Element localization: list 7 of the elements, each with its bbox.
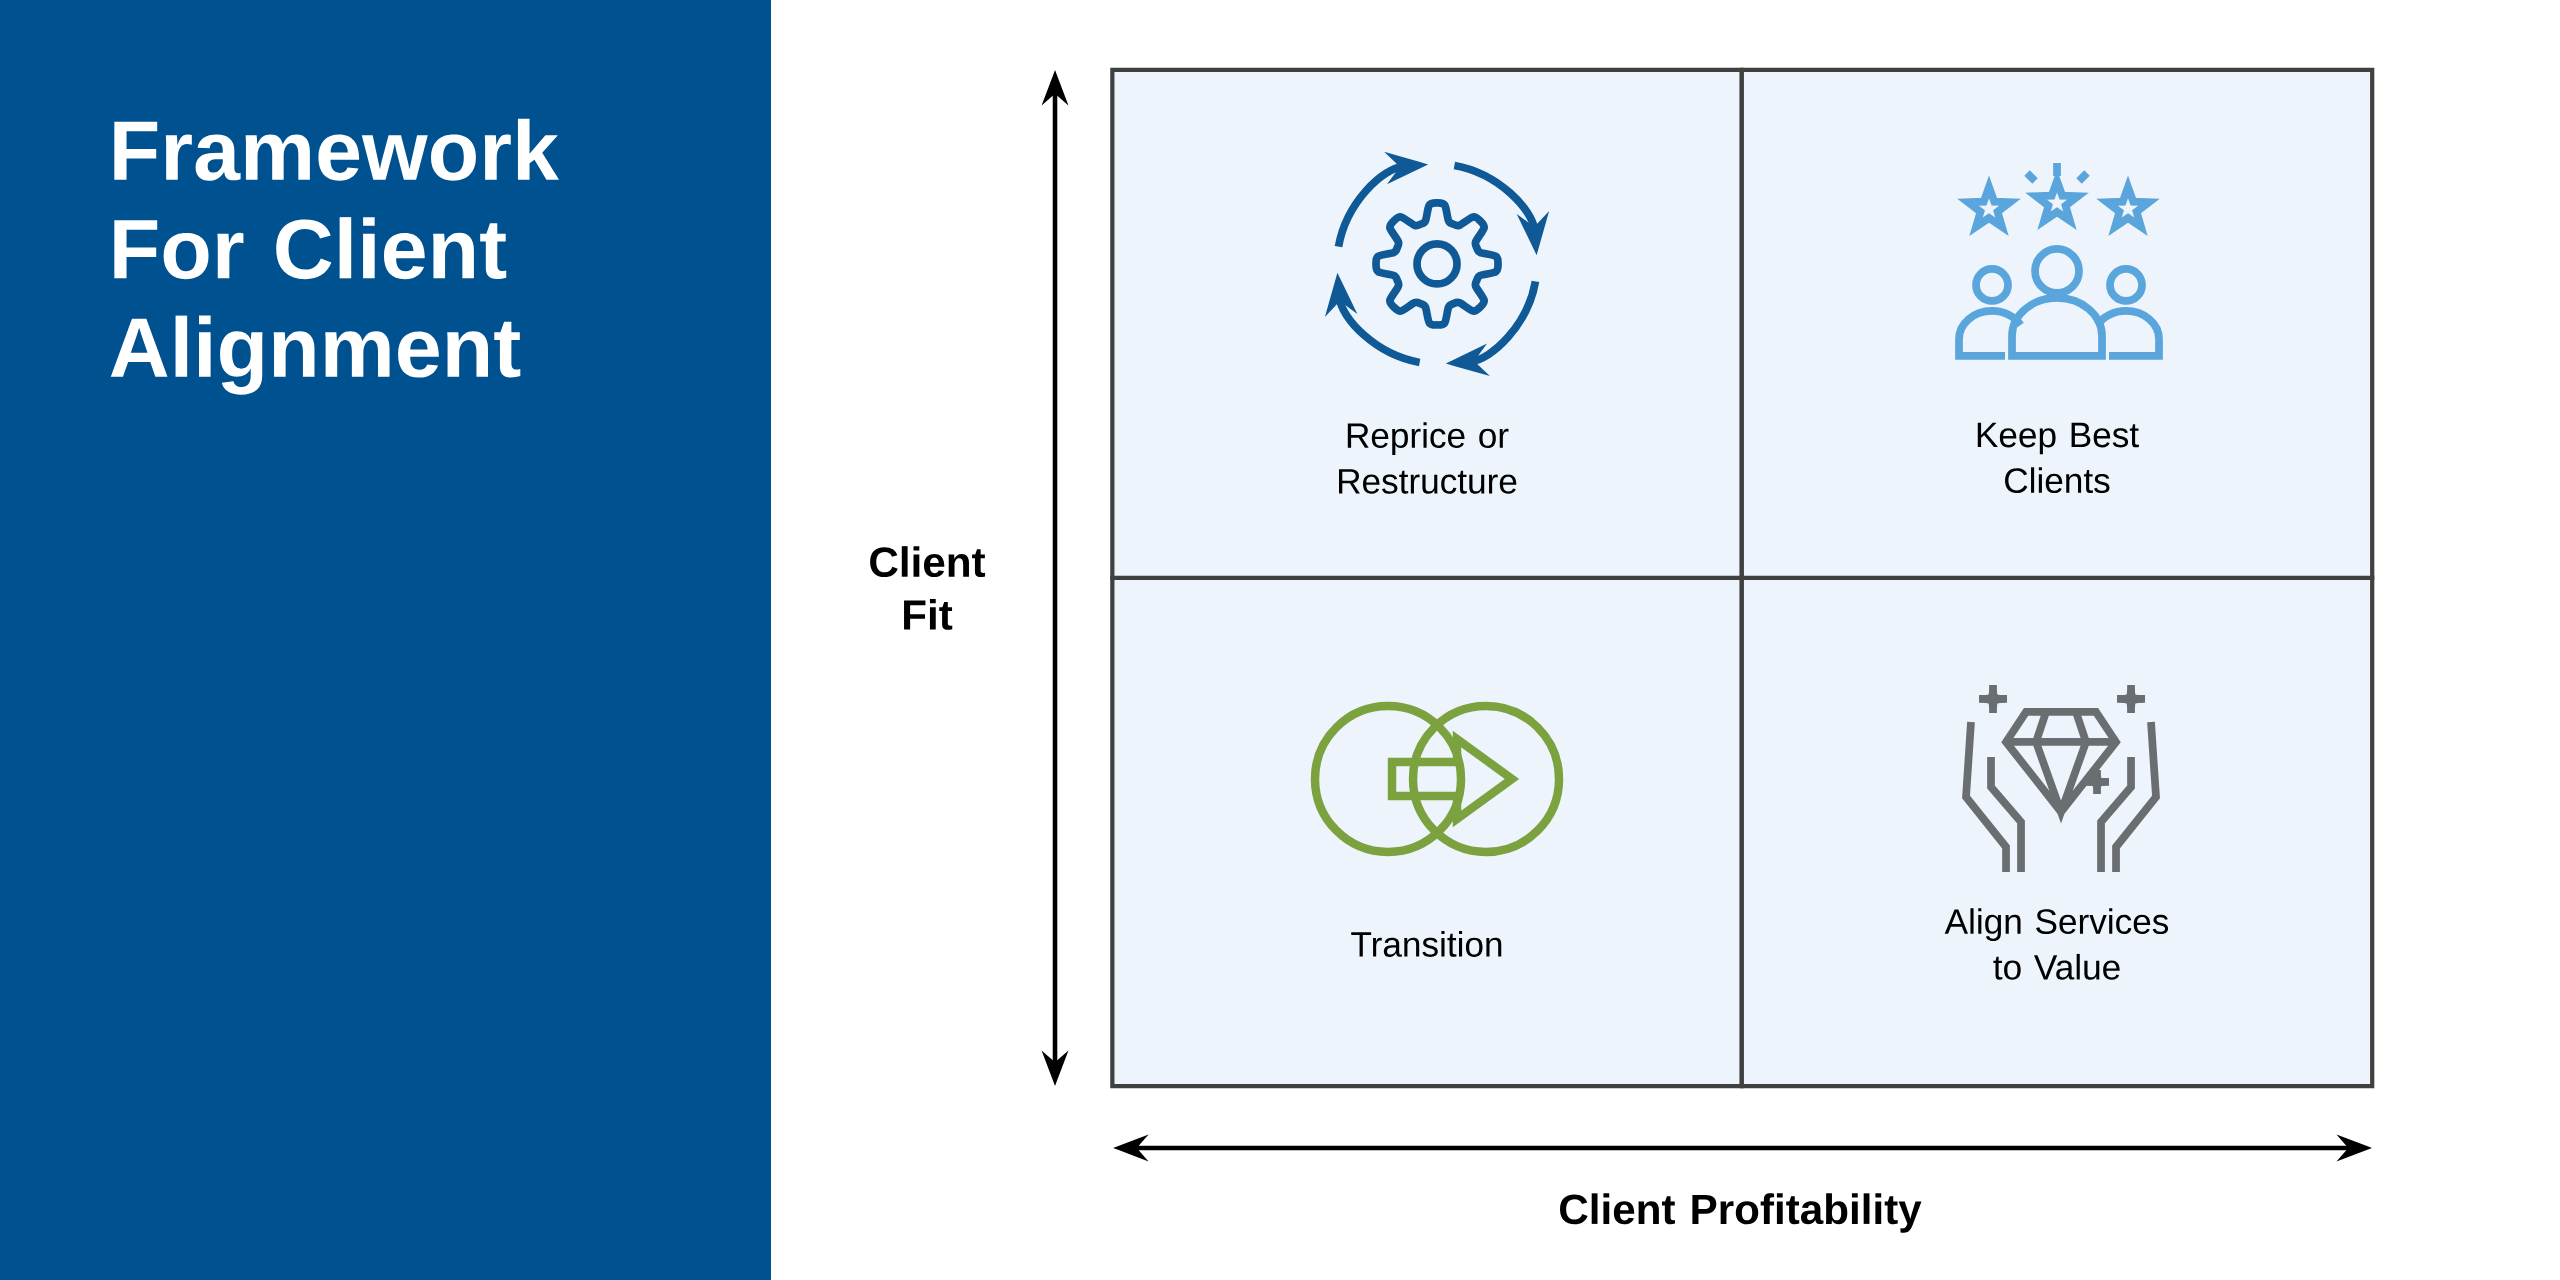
quadrant-box: Transition xyxy=(1110,575,1744,1089)
quadrant-box: Reprice or Restructure xyxy=(1110,67,1744,581)
axis-label: Client Fit xyxy=(870,546,986,630)
title: Framework For Client Alignment xyxy=(110,118,560,395)
quadrant-box: Align Services to Value xyxy=(1739,575,2375,1089)
axis-label: Client Profitability xyxy=(1560,1193,1922,1233)
quadrant-box: Keep Best Clients xyxy=(1739,67,2375,581)
